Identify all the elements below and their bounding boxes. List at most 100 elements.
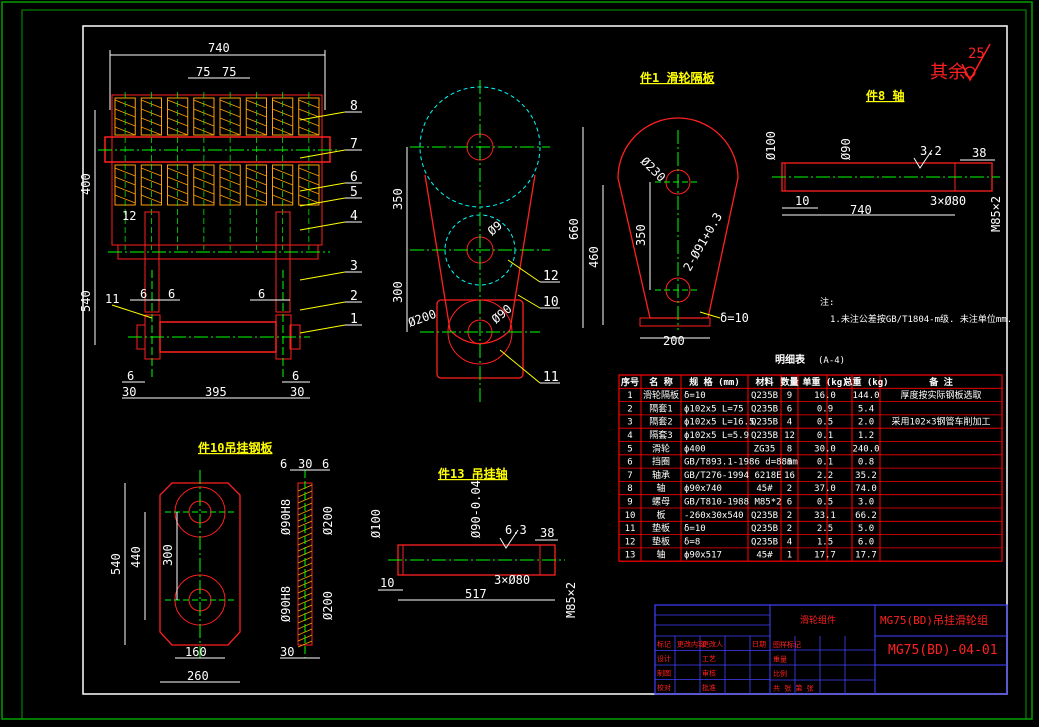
part10-fit2: Ø90H8 xyxy=(279,586,293,622)
part8-title: 件8 轴 xyxy=(866,88,904,103)
bom-table: 明细表 (A-4) 序号名 称规 格 (mm)材料数量单重 (kg)总重 (kg… xyxy=(618,353,1003,562)
label-12-left: 12 xyxy=(122,209,136,223)
bom-cell: 0.1 xyxy=(817,431,833,441)
part1-dim660: 660 xyxy=(567,218,581,240)
bom-cell: 滑轮 xyxy=(652,442,670,454)
bom-header-7: 备 注 xyxy=(928,376,952,388)
bom-cell: 2.5 xyxy=(817,524,833,534)
bom-cell: ϕ102x5 L=16.5 xyxy=(684,418,754,428)
dim-75-b: 75 xyxy=(222,65,236,79)
bom-header-1: 名 称 xyxy=(649,376,672,388)
dim-6-left: 6 xyxy=(140,287,147,301)
side-callout-10: 10 xyxy=(543,295,559,310)
bom-cell: ϕ90x517 xyxy=(684,551,722,561)
roughness-value: 25 xyxy=(968,46,985,62)
part13-right: 38 xyxy=(540,526,554,540)
bom-cell: 5 xyxy=(627,444,632,454)
bom-cell: 0.5 xyxy=(817,498,833,508)
bom-header-0: 序号 xyxy=(621,376,639,388)
bom-cell: δ=8 xyxy=(684,537,700,547)
title-right-cell: 共 张 第 张 xyxy=(773,684,814,693)
part8-chamfer: 3×Ø80 xyxy=(930,194,966,208)
assembly-callout-1: 1 xyxy=(350,312,358,327)
bom-cell: 1.5 xyxy=(817,537,833,547)
bom-cell: 45# xyxy=(756,551,773,561)
bom-cell: 5.0 xyxy=(858,524,874,534)
pulley-stack xyxy=(111,92,323,250)
side-callout-12: 12 xyxy=(543,269,559,284)
bom-header-6: 总重 (kg) xyxy=(843,376,888,388)
title-right-cell: 比例 xyxy=(773,669,787,678)
assembly-callout-6: 6 xyxy=(350,170,358,185)
title-cell: 制图 xyxy=(657,669,671,678)
bom-cell: 6 xyxy=(787,404,792,414)
title-drawing-name: MG75(BD)吊挂滑轮组 xyxy=(880,613,988,627)
assembly-callout-2: 2 xyxy=(350,289,358,304)
dim-540: 540 xyxy=(79,290,93,312)
bom-cell: ϕ400 xyxy=(684,444,706,454)
bom-cell: 轴 xyxy=(656,482,665,494)
dim-30-right: 30 xyxy=(290,385,304,399)
side-dim-350: 350 xyxy=(391,188,405,210)
bom-cell: Q235B xyxy=(751,404,778,414)
notes-text: 1.未注公差按GB/T1804-m级. 未注单位mm. xyxy=(830,313,1012,325)
bom-cell: 16 xyxy=(784,471,795,481)
bom-cell: -260x30x540 xyxy=(684,511,744,521)
assembly-side-view: 350 300 Ø200 Ø90 Ø9 12 10 11 xyxy=(391,80,560,405)
bom-cell: 66.2 xyxy=(855,511,877,521)
bom-cell: Q235B xyxy=(751,511,778,521)
bom-header-5: 单重 (kg) xyxy=(802,376,847,388)
bom-cell: Q235B xyxy=(751,524,778,534)
bom-cell: 0.1 xyxy=(817,458,833,468)
bom-cell: ϕ102x5 L=75 xyxy=(684,404,744,414)
title-cell: 设计 xyxy=(657,654,671,663)
roughness-label: 其余 xyxy=(930,62,966,83)
bom-cell: 2 xyxy=(627,404,632,414)
bom-cell: 3 xyxy=(627,418,632,428)
bom-cell: δ=10 xyxy=(684,391,706,401)
dim-6-bottom-left: 6 xyxy=(127,369,134,383)
part10-title: 件10吊挂钢板 xyxy=(198,440,273,455)
bom-cell: 4 xyxy=(787,418,792,428)
bom-cell: 11 xyxy=(625,524,636,534)
bom-cell: 6 xyxy=(627,458,632,468)
part10-d6b: 6 xyxy=(322,457,329,471)
part10-w160: 160 xyxy=(185,645,207,659)
title-block: 滑轮组件 MG75(BD)吊挂滑轮组 MG75(BD)-04-01 标记更改内容… xyxy=(654,604,1008,695)
title-cell: 校对 xyxy=(657,683,671,692)
bom-cell: Q235B xyxy=(751,537,778,547)
bom-cell: 30.0 xyxy=(814,444,836,454)
bom-cell: Q235B xyxy=(751,391,778,401)
part13-roughness: 6.3 xyxy=(505,523,527,537)
assembly-callout-8: 8 xyxy=(350,99,358,114)
title-assembly-label: 滑轮组件 xyxy=(800,614,836,626)
bom-cell: 垫板 xyxy=(652,522,670,534)
bom-cell: δ=10 xyxy=(684,524,706,534)
part13-chamfer: 3×Ø80 xyxy=(494,573,530,587)
assembly-callout-5: 5 xyxy=(350,185,358,200)
bom-cell: 螺母 xyxy=(652,497,670,508)
bom-cell: GB/T810-1988 M85*2 xyxy=(684,498,782,508)
bom-cell: 240.0 xyxy=(852,444,879,454)
bom-cell: 滑轮隔板 xyxy=(643,389,679,401)
bom-cell: 隔套1 xyxy=(649,402,672,414)
bom-cell: 4 xyxy=(627,431,632,441)
part10-h440: 440 xyxy=(129,546,143,568)
title-cell: 审核 xyxy=(702,669,716,678)
bom-cell: 7 xyxy=(627,471,632,481)
bom-cell: 3.0 xyxy=(858,498,874,508)
bom-cell: 0.5 xyxy=(817,418,833,428)
bom-cell: GB/T893.1-1986 d=88mm xyxy=(684,458,798,468)
title-right-cell: 重量 xyxy=(773,656,787,664)
dim-6-mid: 6 xyxy=(168,287,175,301)
bom-cell: 17.7 xyxy=(814,551,836,561)
inner-frame xyxy=(82,25,1008,695)
part8-dia100: Ø100 xyxy=(764,131,778,160)
part10-dia200a: Ø200 xyxy=(321,506,335,535)
bom-header-4: 数量 xyxy=(780,376,798,388)
bom-cell: 挡圈 xyxy=(652,456,670,468)
dim-30-left: 30 xyxy=(122,385,136,399)
assembly-callout-4: 4 xyxy=(350,209,358,224)
bom-cell: 2 xyxy=(787,524,792,534)
